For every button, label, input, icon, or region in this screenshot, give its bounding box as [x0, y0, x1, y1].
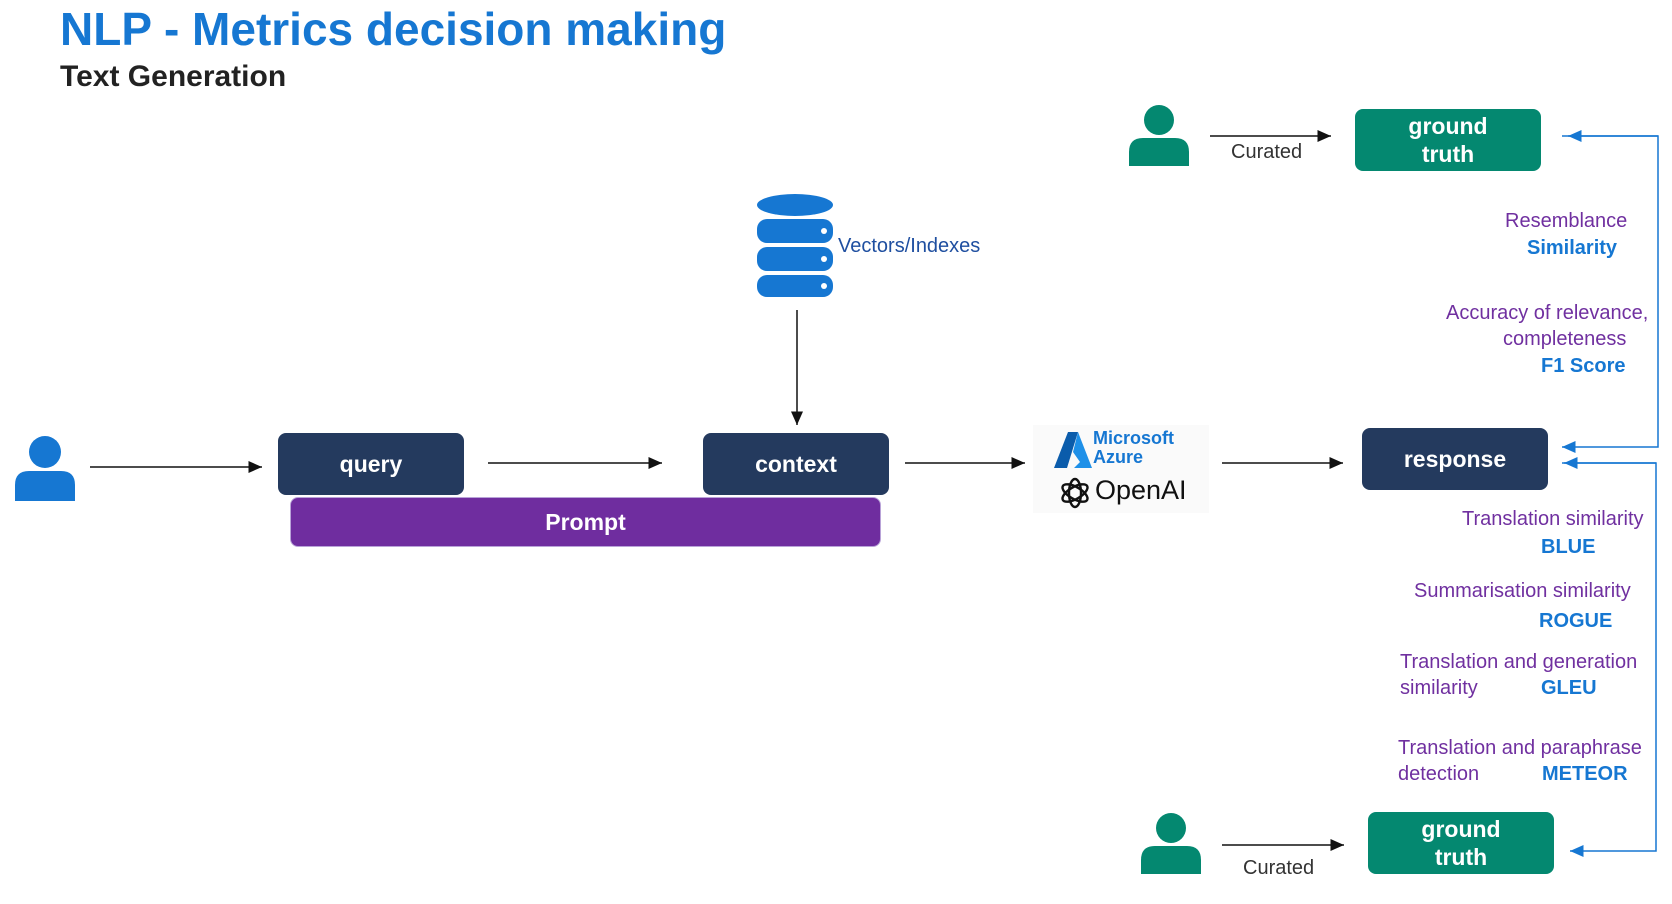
gleu-description-line2: similarity	[1400, 677, 1478, 699]
openai-text: OpenAI	[1095, 475, 1187, 505]
azure-openai-logo: Microsoft Azure OpenAI	[1033, 425, 1209, 513]
f1-metric: F1 Score	[1541, 355, 1626, 377]
blue-metric: BLUE	[1541, 536, 1596, 558]
curated-label-bottom: Curated	[1243, 857, 1315, 879]
curated-label-top: Curated	[1231, 141, 1303, 163]
database-icon	[757, 194, 833, 297]
person-icon	[15, 436, 75, 501]
page-title: NLP - Metrics decision making	[60, 3, 727, 55]
similarity-description: Resemblance	[1505, 210, 1628, 232]
ground-truth-top: ground truth	[1355, 109, 1541, 171]
f1-description-line1: Accuracy of relevance,	[1446, 302, 1649, 324]
query-node: query	[278, 433, 464, 495]
page-subtitle: Text Generation	[60, 60, 287, 93]
prompt-node: Prompt	[290, 497, 881, 547]
openai-logo-icon	[1061, 477, 1089, 509]
ground-truth-bottom: ground truth	[1368, 812, 1554, 874]
person-icon	[1141, 813, 1201, 874]
meteor-description-line1: Translation and paraphrase	[1398, 737, 1642, 759]
vectors-label: Vectors/Indexes	[838, 235, 981, 257]
blue-description: Translation similarity	[1462, 508, 1644, 530]
response-node: response	[1362, 428, 1548, 490]
context-node: context	[703, 433, 889, 495]
gleu-description-line1: Translation and generation	[1400, 651, 1638, 673]
rogue-metric: ROGUE	[1539, 610, 1613, 632]
rogue-description: Summarisation similarity	[1414, 580, 1631, 602]
azure-logo-icon	[1054, 432, 1092, 468]
azure-text: Azure	[1093, 447, 1144, 467]
f1-description-line2: completeness	[1503, 328, 1627, 350]
gleu-metric: GLEU	[1541, 677, 1597, 699]
similarity-metric: Similarity	[1527, 237, 1618, 259]
person-icon	[1129, 105, 1189, 166]
bracket-top	[1562, 135, 1659, 453]
meteor-metric: METEOR	[1542, 763, 1628, 785]
meteor-description-line2: detection	[1398, 763, 1480, 785]
microsoft-text: Microsoft	[1093, 428, 1174, 448]
